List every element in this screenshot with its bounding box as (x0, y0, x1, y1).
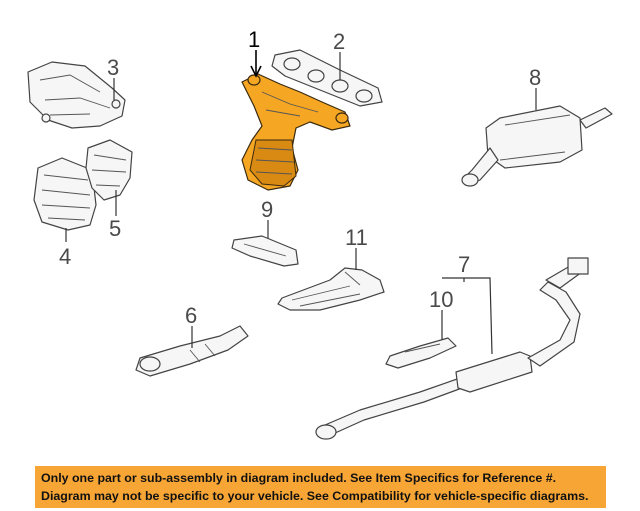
disclaimer-line-1: Only one part or sub-assembly in diagram… (41, 471, 557, 485)
callout-11: 11 (345, 225, 368, 250)
callout-7: 7 (458, 252, 470, 277)
exhaust-parts-diagram: 1 2 3 4 5 6 7 8 9 10 11 (27, 27, 613, 440)
callout-3: 3 (107, 55, 119, 80)
disclaimer-line-2: Diagram may not be specific to your vehi… (41, 489, 589, 503)
disclaimer-banner: Only one part or sub-assembly in diagram… (35, 466, 606, 508)
part-2-manifold-gasket[interactable] (271, 49, 383, 107)
part-7-exhaust-pipe[interactable] (315, 257, 589, 440)
part-11-heat-shield[interactable] (277, 267, 385, 311)
callout-2: 2 (333, 29, 345, 54)
part-1-exhaust-manifold-converter[interactable] (241, 73, 351, 191)
part-3-heat-shield-upper[interactable] (27, 61, 126, 129)
leader-7 (442, 277, 493, 355)
part-5-heat-shield-small[interactable] (85, 139, 133, 201)
part-4-heat-shield-left[interactable] (33, 157, 97, 231)
callout-8: 8 (529, 65, 541, 90)
callout-9: 9 (261, 197, 273, 222)
callout-5: 5 (109, 216, 121, 241)
leader-1-arrow (250, 65, 262, 78)
callout-1: 1 (248, 27, 260, 52)
part-10-pipe-heat-shield[interactable] (385, 337, 457, 369)
callout-4: 4 (59, 244, 71, 269)
part-9-heat-shield[interactable] (231, 235, 299, 267)
callout-6: 6 (185, 303, 197, 328)
part-6-front-pipe[interactable] (135, 325, 249, 377)
callout-10: 10 (429, 287, 453, 312)
part-8-muffler[interactable] (461, 105, 613, 187)
